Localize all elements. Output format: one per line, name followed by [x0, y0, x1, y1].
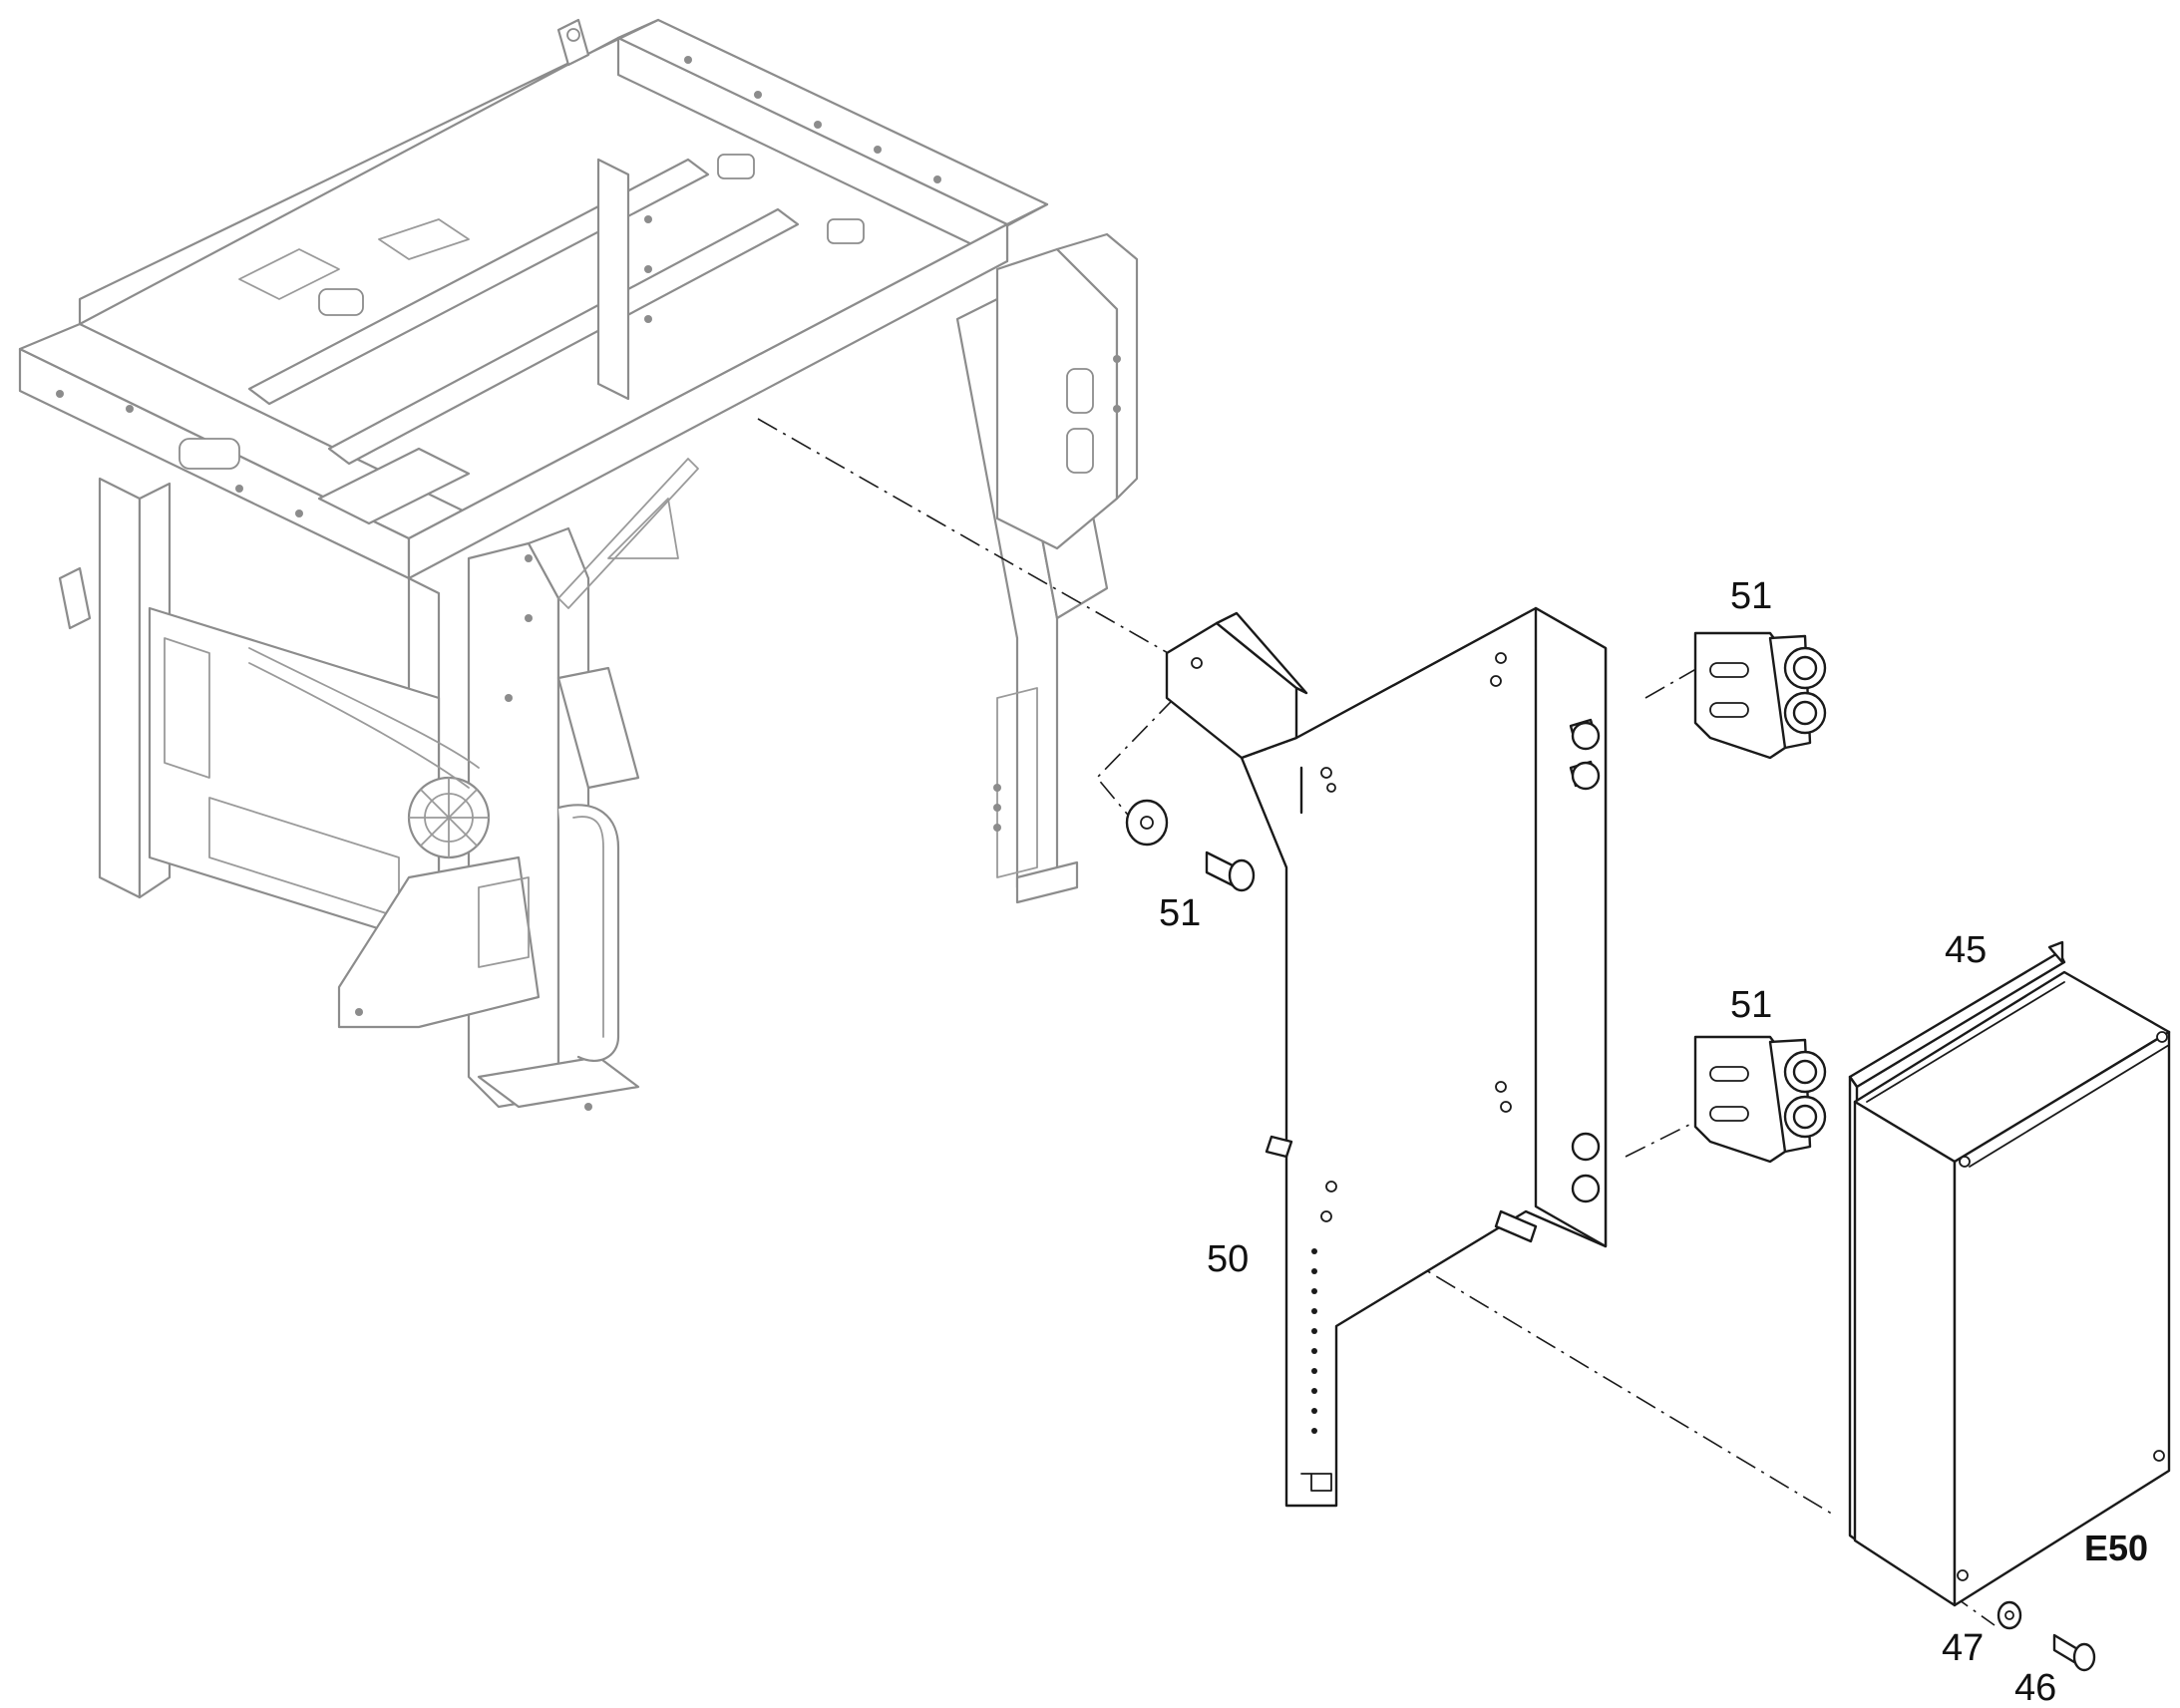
mounting-bracket [1165, 606, 1608, 1508]
electrical-box [1848, 940, 2171, 1607]
callout-washer-47: 47 [1942, 1627, 1984, 1669]
callout-bracket-50: 50 [1207, 1238, 1249, 1280]
callout-lower-hinge-51: 51 [1730, 984, 1772, 1026]
callout-upper-hinge-51: 51 [1730, 575, 1772, 617]
washer-and-bolt [1125, 799, 1256, 892]
callout-screw-46: 46 [2014, 1667, 2056, 1708]
callout-box-code-e50: E50 [2084, 1528, 2148, 1568]
callout-washer-bolt-51: 51 [1159, 892, 1201, 934]
machine-frame [18, 18, 1139, 1111]
upper-hinge [1693, 631, 1827, 760]
callout-box-45: 45 [1945, 929, 1987, 971]
callout-labels: 51 51 51 45 50 47 46 E50 [1159, 575, 2148, 1708]
lower-hinge [1693, 1035, 1827, 1164]
washer-and-screw [1997, 1600, 2096, 1672]
